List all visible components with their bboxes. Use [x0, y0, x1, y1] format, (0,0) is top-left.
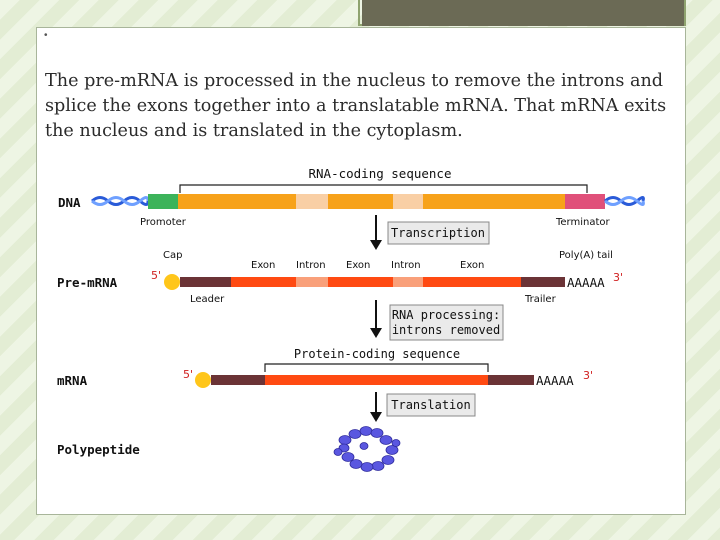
- pre-mrna-intron-2: [393, 277, 423, 287]
- dna-helix-right: [604, 196, 645, 206]
- dna-exon-1: [178, 194, 296, 209]
- pre-mrna-exon-label-3: Exon: [460, 260, 484, 271]
- mrna-5prime-label: 5': [183, 368, 193, 381]
- bullet-marker: •: [44, 30, 48, 41]
- pre-mrna-intron-1: [296, 277, 328, 287]
- rna-processing-box: [389, 304, 504, 341]
- pre-mrna-exon-1: [231, 277, 296, 287]
- transcription-box: [387, 221, 490, 245]
- terminator-region: [565, 194, 605, 209]
- row-label-mrna: mRNA: [57, 373, 88, 388]
- transcription-arrow-head: [370, 240, 382, 250]
- pre-mrna-intron-label-1: Intron: [296, 260, 326, 271]
- transcription-label: Transcription: [391, 226, 485, 240]
- pre-mrna-poly-a: AAAAA: [567, 275, 605, 290]
- dna-intron-1: [296, 194, 328, 209]
- rna-coding-bracket: [179, 184, 588, 193]
- leader-label: Leader: [190, 294, 225, 305]
- mrna-3prime-label: 3': [583, 369, 593, 382]
- rna-processing-label-line1: RNA processing:: [392, 308, 500, 322]
- promoter-label: Promoter: [140, 217, 187, 228]
- pre-mrna-5prime-label: 5': [151, 269, 161, 282]
- pre-mrna-cap-circle: [164, 274, 180, 290]
- header-accent-bar: [362, 0, 684, 26]
- polypeptide-chain: [333, 426, 401, 472]
- rna-processing-label-line2: introns removed: [392, 323, 500, 337]
- pre-mrna-exon-label-1: Exon: [251, 260, 275, 271]
- poly-a-tail-label: Poly(A) tail: [559, 250, 613, 261]
- translation-box: [386, 393, 476, 417]
- slide-paragraph: The pre-mRNA is processed in the nucleus…: [45, 71, 667, 141]
- mrna-leader: [211, 375, 265, 385]
- processing-arrow-head: [370, 328, 382, 338]
- row-label-polypeptide: Polypeptide: [57, 442, 140, 457]
- pre-mrna-leader: [180, 277, 231, 287]
- dna-exon-3: [423, 194, 565, 209]
- mrna-cap-circle: [195, 372, 211, 388]
- translation-arrow-head: [370, 412, 382, 422]
- pre-mrna-trailer: [521, 277, 565, 287]
- dna-intron-2: [393, 194, 423, 209]
- mrna-trailer: [488, 375, 534, 385]
- dna-exon-2: [328, 194, 393, 209]
- protein-coding-sequence-label: Protein-coding sequence: [294, 347, 460, 361]
- rna-coding-sequence-label: RNA-coding sequence: [309, 166, 452, 181]
- row-label-dna: DNA: [58, 195, 81, 210]
- pre-mrna-intron-label-2: Intron: [391, 260, 421, 271]
- promoter-region: [148, 194, 178, 209]
- row-label-pre-mrna: Pre-mRNA: [57, 275, 118, 290]
- mrna-coding-region: [265, 375, 488, 385]
- translation-label: Translation: [391, 398, 470, 412]
- pre-mrna-exon-2: [328, 277, 393, 287]
- pre-mrna-exon-3: [423, 277, 521, 287]
- terminator-label: Terminator: [555, 217, 611, 228]
- trailer-label: Trailer: [524, 294, 557, 305]
- protein-coding-bracket: [264, 363, 489, 372]
- mrna-poly-a: AAAAA: [536, 373, 574, 388]
- pre-mrna-exon-label-2: Exon: [346, 260, 370, 271]
- dna-helix-left: [91, 196, 150, 206]
- pre-mrna-3prime-label: 3': [613, 271, 623, 284]
- cap-label: Cap: [163, 250, 182, 261]
